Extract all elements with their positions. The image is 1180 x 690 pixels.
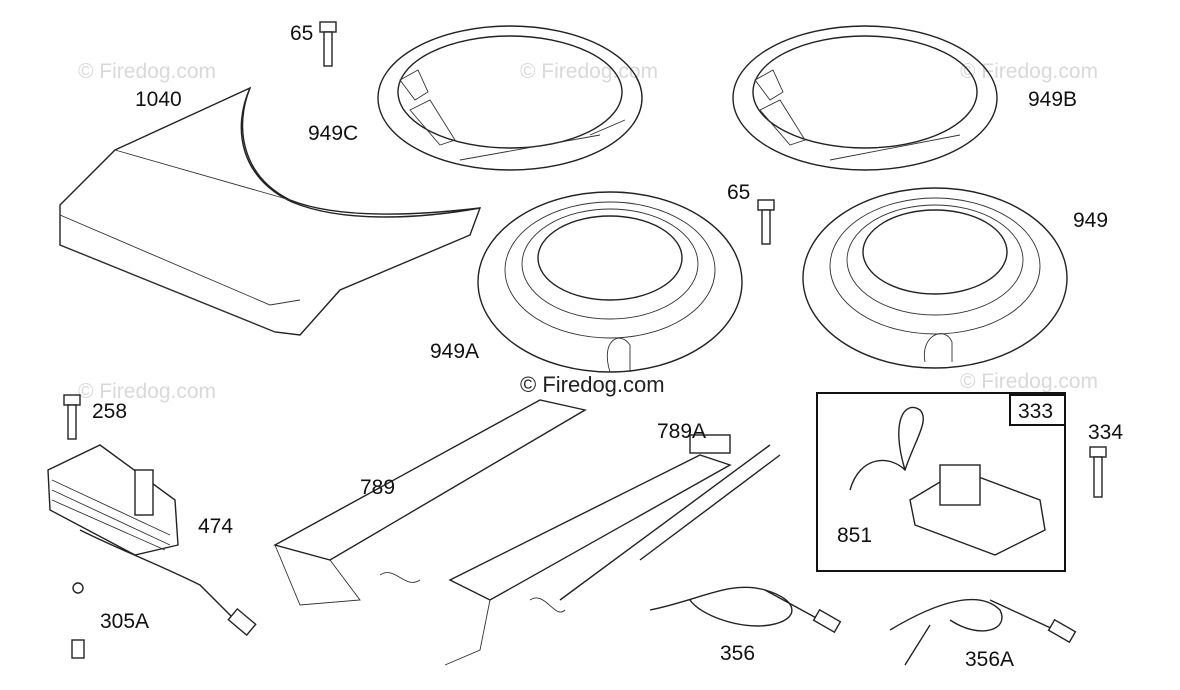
stop-wire-356a[interactable] [889,598,1077,666]
rotating-screen-949[interactable] [802,187,1068,369]
label-789a[interactable]: 789A [657,420,706,443]
watermark-4: © Firedog.com [78,380,216,403]
label-356[interactable]: 356 [720,642,755,665]
stop-wire-356[interactable] [649,586,842,634]
label-949[interactable]: 949 [1073,209,1108,232]
screen-ring-949b[interactable] [732,25,998,171]
blower-housing-1040[interactable] [59,86,482,336]
label-949c[interactable]: 949C [308,122,358,145]
label-789[interactable]: 789 [360,476,395,499]
label-474[interactable]: 474 [198,515,233,538]
watermark-3: © Firedog.com [960,60,1098,83]
governor-link-789a[interactable] [559,434,781,601]
watermarks: © Firedog.com © Firedog.com © Firedog.co… [78,60,1098,403]
screw-334[interactable] [1089,446,1107,498]
screen-ring-949c[interactable] [377,25,643,171]
label-305a[interactable]: 305A [100,610,149,633]
label-949b[interactable]: 949B [1028,88,1077,111]
watermark-2: © Firedog.com [520,60,658,83]
label-65-mid[interactable]: 65 [727,181,750,204]
watermark-5: © Firedog.com [960,370,1098,393]
ground-wire-305a[interactable] [71,529,257,659]
part-labels: 65 1040 949C 949B 65 949 949A 258 789A 3… [92,22,1123,671]
screw-258[interactable] [63,394,81,440]
label-851[interactable]: 851 [837,524,872,547]
screw-65-mid[interactable] [757,199,775,245]
label-258[interactable]: 258 [92,400,127,423]
watermark-main: © Firedog.com [520,372,665,397]
armature-474[interactable] [47,444,179,556]
label-356a[interactable]: 356A [965,648,1014,671]
label-333[interactable]: 333 [1018,400,1053,423]
rotating-screen-949a[interactable] [477,191,743,373]
label-65-top[interactable]: 65 [290,22,313,45]
screw-65-top[interactable] [319,21,337,67]
label-1040[interactable]: 1040 [135,88,182,111]
watermark-1: © Firedog.com [78,60,216,83]
ignition-module-box[interactable] [816,392,1066,572]
label-949a[interactable]: 949A [430,340,479,363]
governor-link-789[interactable] [273,399,732,666]
label-334[interactable]: 334 [1088,421,1123,444]
